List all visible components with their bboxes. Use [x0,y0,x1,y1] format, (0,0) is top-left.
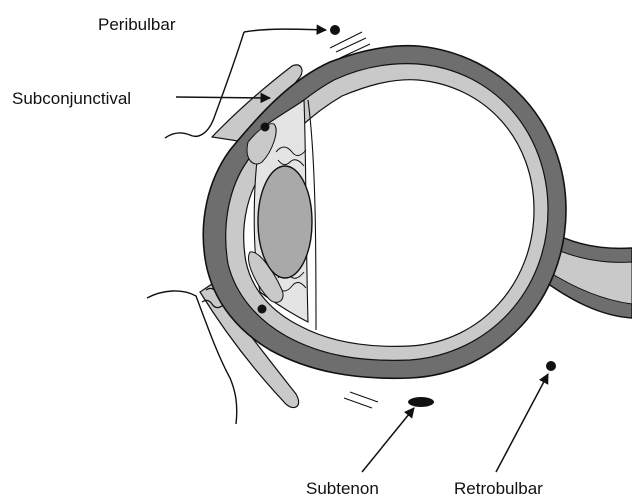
peribulbar-site-dot [330,25,340,35]
label-subtenon: Subtenon [306,479,379,498]
label-peribulbar: Peribulbar [98,15,176,34]
subtenon-site-ellipse [408,397,434,407]
retrobulbar-site-dot [546,361,556,371]
subconjunctival-arrow [176,97,270,98]
retrobulbar-arrow [496,374,548,472]
label-subconjunctival: Subconjunctival [12,89,131,108]
subconjunctival-site-lower-dot [258,305,267,314]
subtenon-arrow [362,408,414,472]
subconjunctival-site-upper-dot [261,123,270,132]
lens [258,166,312,278]
label-retrobulbar: Retrobulbar [454,479,543,498]
peribulbar-arrow [244,29,326,32]
